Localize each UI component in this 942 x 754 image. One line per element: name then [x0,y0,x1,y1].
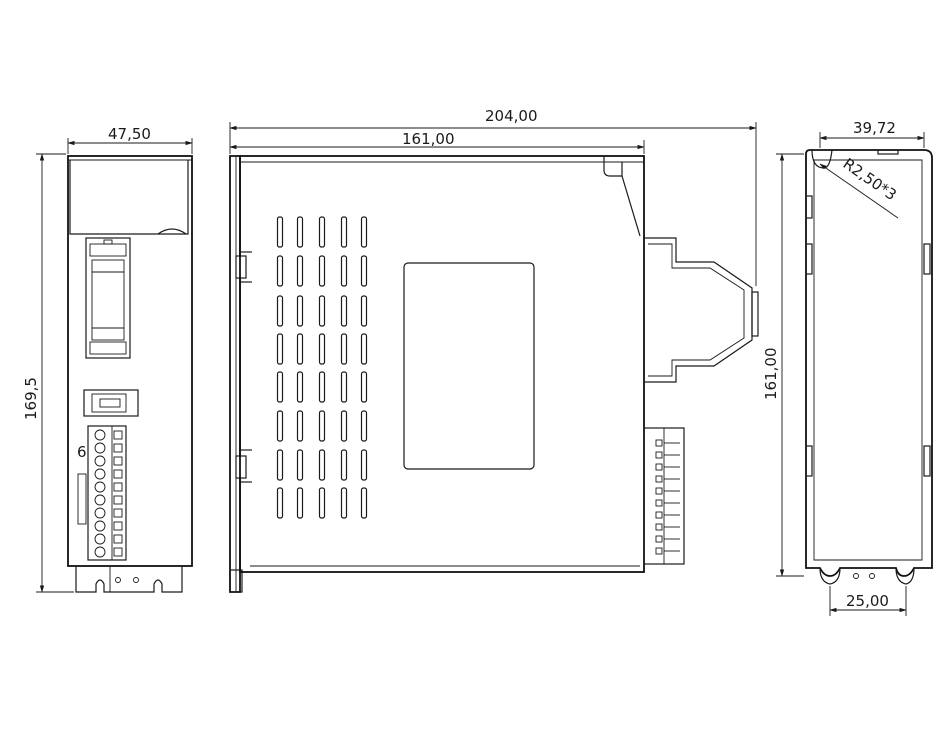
connector-pin [655,499,663,507]
vent-slot [360,333,368,365]
vent-slot [360,410,368,442]
vent-slot [340,410,348,442]
vent-slot [340,255,348,287]
vent-slot [276,487,284,519]
front-body-outline [67,155,193,567]
side-body-width-dimension: 161,00 [402,130,455,148]
vent-slot [318,295,326,327]
vent-slot [296,410,304,442]
back-height-dimension: 161,00 [762,348,780,401]
vent-slot [296,216,304,248]
connector-pin [655,463,663,471]
vent-slot [276,255,284,287]
vent-slot [276,410,284,442]
connector-pin [655,487,663,495]
connector-pin [655,535,663,543]
vent-slot [276,333,284,365]
back-plate-outline [805,149,933,577]
connector-pin [655,439,663,447]
vent-slot [340,371,348,403]
vent-slot [296,333,304,365]
vent-slot [276,295,284,327]
vent-slot [318,255,326,287]
vent-slot [360,216,368,248]
vent-slot [318,449,326,481]
vent-slot [318,487,326,519]
vent-slot [340,487,348,519]
vent-slot [296,449,304,481]
connector-pin [655,523,663,531]
front-bottom-flange [75,566,183,593]
side-view: 204,00 161,00 [229,107,759,593]
front-top-cover [69,160,189,235]
front-view: 6 47,50 169,5 [22,125,193,593]
vent-slot [340,216,348,248]
front-height-dimension: 169,5 [22,377,40,420]
connector-pin [655,475,663,483]
front-width-dimension: 47,50 [108,125,151,143]
vent-slot [340,333,348,365]
back-view: 39,72 R2,50*3 161,00 25,00 [762,119,933,616]
connector-pin [655,547,663,555]
vent-slot [360,255,368,287]
vent-slot [276,449,284,481]
vent-slot [360,449,368,481]
back-width-dimension: 39,72 [853,119,896,137]
vent-slot [318,410,326,442]
side-vent-slots [276,216,368,519]
front-usb-connector [83,389,139,417]
side-connector-strip [643,427,685,565]
vent-slot [296,371,304,403]
vent-slot [318,216,326,248]
side-body-outline [239,155,645,573]
side-label-window [403,262,535,470]
back-slot-spacing-dimension: 25,00 [846,592,889,610]
connector-pin [655,451,663,459]
vent-slot [296,487,304,519]
vent-slot [340,449,348,481]
vent-slot [340,295,348,327]
vent-slot [360,371,368,403]
vent-slot [276,216,284,248]
side-total-width-dimension: 204,00 [485,107,538,125]
vent-slot [360,295,368,327]
vent-slot [276,371,284,403]
vent-slot [296,255,304,287]
front-handle-module [85,237,131,359]
front-terminal-block [77,425,127,561]
vent-slot [318,333,326,365]
vent-slot [296,295,304,327]
connector-pin [655,511,663,519]
vent-slot [360,487,368,519]
vent-slot [318,371,326,403]
side-mount-plate [229,155,241,593]
back-radius-callout: R2,50*3 [840,155,900,205]
side-upper-clip [235,251,252,283]
side-lower-clip [235,449,252,483]
connector-marker-label: 6 [77,443,87,461]
